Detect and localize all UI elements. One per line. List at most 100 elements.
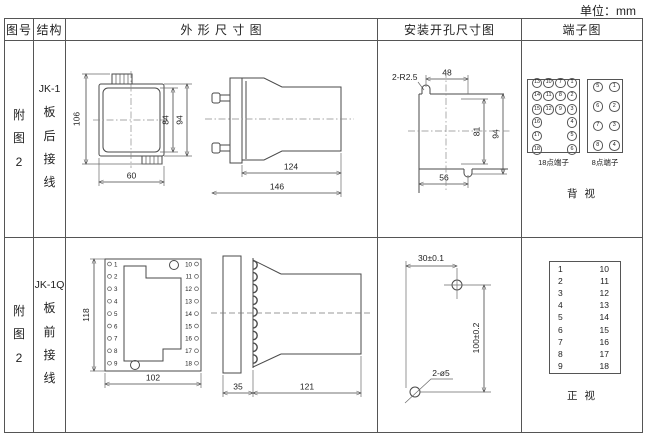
jk1-side-view: 124 146	[205, 77, 354, 197]
pin-number: 3	[114, 286, 118, 293]
terminal-number: 16	[531, 117, 543, 128]
row1-structure: JK-1 板后接线	[34, 41, 66, 238]
pin-circle	[107, 286, 112, 292]
terminal-number: 6	[592, 101, 603, 112]
pin-number: 13	[185, 299, 192, 306]
pin-circle	[194, 336, 199, 341]
terminal-number: 4	[609, 140, 620, 151]
pin-number: 1	[114, 261, 118, 268]
model-text: JK-1Q	[34, 279, 65, 292]
pin-circle	[194, 261, 199, 267]
dim-102: 102	[146, 373, 160, 383]
mounting-text: 板前接线	[43, 301, 56, 386]
dim-118: 118	[81, 308, 91, 322]
terminal-number: 6	[558, 324, 563, 335]
terminal-number: 4	[558, 300, 563, 311]
row1-outline-drawing: 106 84 94 60	[66, 41, 378, 238]
pin-circle	[194, 323, 199, 329]
terminal-number: 2	[566, 90, 578, 102]
pin-number: 11	[186, 274, 193, 281]
terminal-number: 7	[555, 77, 566, 89]
dim-60: 60	[127, 171, 137, 181]
jk1-outline-svg: 106 84 94 60	[72, 71, 354, 197]
pin-circle	[194, 311, 199, 316]
pin-number: 2	[114, 274, 118, 281]
unit-label: 单位：mm	[580, 4, 636, 18]
header-outline: 外 形 尺 寸 图	[66, 19, 378, 41]
pin-circle	[194, 298, 199, 304]
pin-number: 9	[114, 361, 118, 368]
jk1-install-svg: 2-R2.5 48 81 94	[392, 68, 512, 193]
terminal-number: 6	[566, 144, 578, 155]
mounting-hole-top	[169, 260, 179, 270]
dim-124: 124	[284, 162, 298, 172]
figure-no-text: 附图2	[12, 107, 25, 169]
terminal-number: 8	[558, 349, 563, 359]
pin-number: 6	[114, 323, 118, 330]
terminal-number: 7	[592, 120, 603, 131]
pin-circle	[194, 286, 199, 292]
row1-install-drawing: 2-R2.5 48 81 94	[378, 41, 522, 238]
terminal-number: 3	[609, 120, 620, 131]
mounting-text: 板后接线	[43, 105, 56, 190]
pin-circle	[194, 274, 199, 279]
terminal-number: 8	[592, 140, 603, 151]
terminal-number: 17	[531, 130, 543, 142]
pin-number: 14	[185, 311, 192, 318]
drill-hole-bottom	[409, 386, 421, 398]
pin-circle	[107, 323, 112, 329]
terminal-number: 7	[558, 336, 563, 347]
row2-install-drawing: 30±0.1 2-ø5 100±0.2	[378, 238, 522, 432]
pin-circle	[107, 336, 112, 341]
pin-circle	[194, 348, 199, 354]
front-view-label: 正 视	[567, 390, 597, 402]
terminal-number: 13	[531, 77, 543, 89]
terminal-number: 14	[531, 90, 543, 102]
mounting-hole-bottom	[130, 360, 140, 370]
terminal-bumps	[252, 260, 258, 364]
terminal-number: 11	[543, 90, 554, 102]
terminal-number: 5	[566, 130, 578, 142]
dim-106: 106	[72, 112, 82, 126]
pin-number: 4	[114, 299, 118, 306]
terminal-number: 13	[599, 300, 609, 311]
terminal-grid-18pt-label: 18点端子	[538, 158, 569, 167]
drawing-table: 图号 结构 外 形 尺 寸 图 安装开孔尺寸图 端子图 附图2 JK-1 板后接…	[4, 18, 643, 433]
pin-number: 16	[185, 336, 192, 343]
terminal-number: 11	[600, 275, 609, 286]
pin-number: 10	[185, 261, 192, 268]
header-figure-no: 图号	[5, 19, 34, 41]
dim-35: 35	[233, 382, 243, 392]
terminal-grid-8pt-label: 8点端子	[591, 158, 619, 167]
pin-circle	[194, 360, 199, 366]
terminal-number: 14	[599, 312, 609, 323]
terminal-number: 15	[531, 104, 543, 115]
row2-structure: JK-1Q 板前接线	[34, 238, 66, 432]
header-structure: 结构	[34, 19, 66, 41]
dim-100: 100±0.2	[471, 322, 481, 353]
figure-no-text: 附图2	[12, 303, 25, 365]
dim-94: 94	[175, 115, 185, 125]
header-terminal: 端子图	[522, 19, 642, 41]
dim-146: 146	[270, 182, 284, 192]
terminal-number: 2	[609, 101, 620, 112]
terminal-number: 8	[555, 90, 566, 102]
row2-figure-no: 附图2	[5, 238, 34, 432]
pin-circle	[107, 311, 112, 316]
slot-radius-label: 2-R2.5	[392, 72, 418, 82]
terminal-number: 12	[543, 104, 554, 115]
pin-number: 17	[185, 348, 192, 355]
terminal-number: 16	[599, 336, 609, 347]
terminal-number: 5	[592, 81, 603, 92]
terminal-number: 4	[566, 117, 578, 128]
terminal-number: 1	[558, 263, 563, 274]
